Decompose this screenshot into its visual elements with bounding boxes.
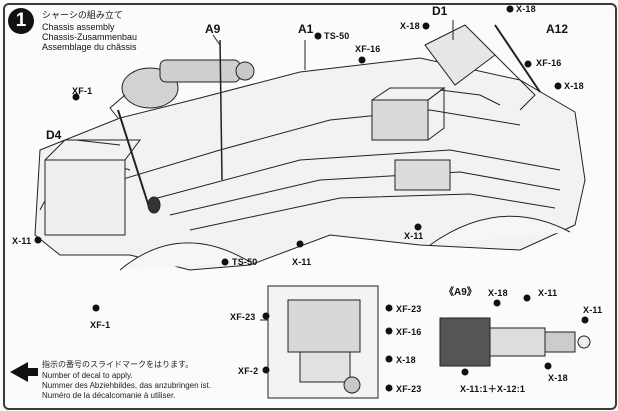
paint-x11-center: X-11 xyxy=(292,257,312,267)
paint-dot xyxy=(314,32,322,40)
engine-paint-x18: X-18 xyxy=(396,355,416,365)
part-label-d1: D1 xyxy=(432,4,448,18)
decal-note-en: Number of decal to apply. xyxy=(42,371,133,380)
engine-paint-xf16: XF-16 xyxy=(396,327,422,337)
engine-paint-xf23-right: XF-23 xyxy=(396,304,422,314)
step-title-jp: シャーシの組み立て xyxy=(42,10,123,20)
paint-x11-bottom: X-11 xyxy=(404,231,424,241)
part-label-a12: A12 xyxy=(546,22,569,36)
step-number: 1 xyxy=(8,8,34,34)
part-label-a9: A9 xyxy=(205,22,221,36)
step-title-de: Chassis-Zusammenbau xyxy=(42,32,138,42)
engine-paint-xf2: XF-2 xyxy=(238,366,259,376)
paint-x18-d1: X-18 xyxy=(400,21,420,31)
paint-ts50-top: TS-50 xyxy=(324,31,350,41)
engine-paint-xf23-left: XF-23 xyxy=(230,312,256,322)
engine-paint-xf23-bottom: XF-23 xyxy=(396,384,422,394)
paint-xf1-left: XF-1 xyxy=(72,86,93,96)
a9-paint-x11-right: X-11 xyxy=(583,305,603,315)
paint-x18-top: X-18 xyxy=(516,4,536,14)
decal-arrow-icon xyxy=(10,362,38,382)
paint-x11-left: X-11 xyxy=(12,236,32,246)
a9-inset-title: 《A9》 xyxy=(444,287,477,298)
decal-note-fr: Numéro de la décalcomanie à utiliser. xyxy=(42,391,176,400)
a9-paint-x18-top: X-18 xyxy=(488,288,508,298)
a9-paint-x11-top: X-11 xyxy=(538,288,558,298)
paint-xf16-top: XF-16 xyxy=(355,44,381,54)
a9-paint-x18-right: X-18 xyxy=(548,373,568,383)
paint-xf16-right: XF-16 xyxy=(536,58,562,68)
decal-note-de: Nummer des Abziehbildes, das anzubringen… xyxy=(42,381,211,390)
paint-xf1-bottom: XF-1 xyxy=(90,320,111,330)
decal-note-jp: 指示の番号のスライドマークをはります。 xyxy=(42,360,194,369)
a9-paint-mix: X-11:1＋X-12:1 xyxy=(460,384,526,394)
paint-x18-a12: X-18 xyxy=(564,81,584,91)
part-label-a1: A1 xyxy=(298,22,314,36)
part-label-d4: D4 xyxy=(46,128,62,142)
step-title-en: Chassis assembly xyxy=(42,22,115,32)
paint-ts50-bottom: TS-50 xyxy=(232,257,258,267)
step-title-fr: Assemblage du châssis xyxy=(42,42,137,52)
